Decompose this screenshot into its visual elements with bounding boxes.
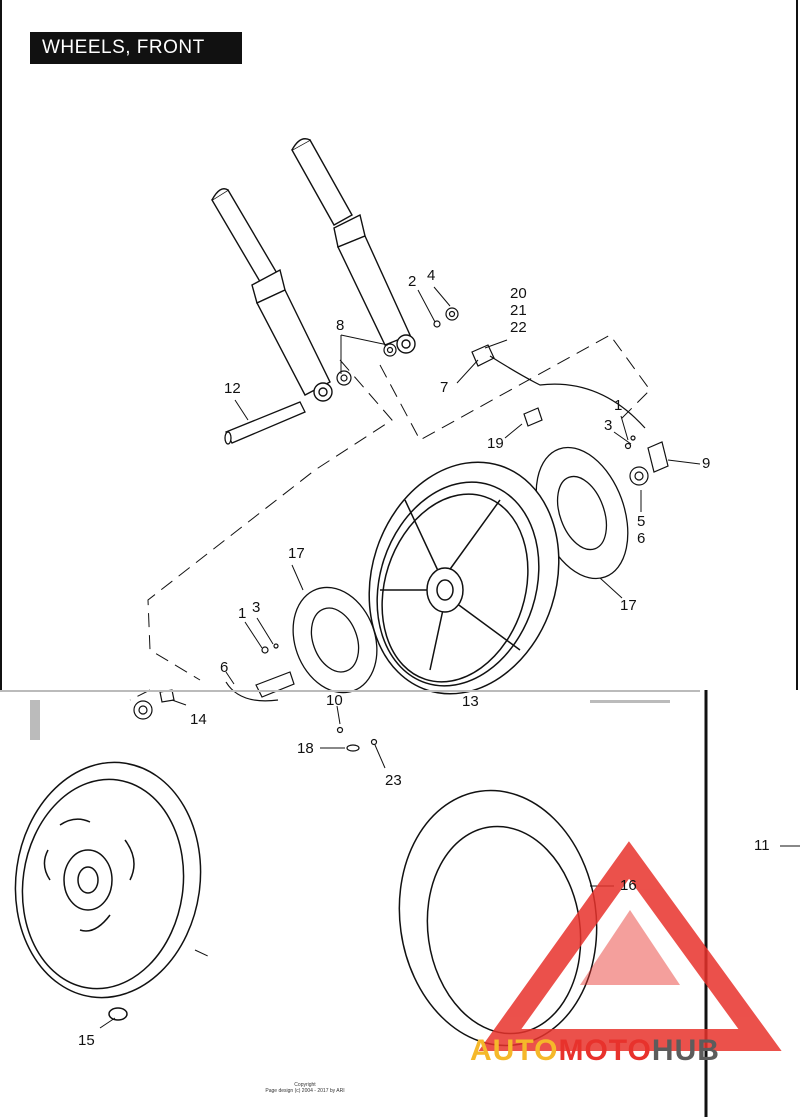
small-parts-illustration bbox=[133, 307, 669, 752]
callout-7: 7 bbox=[440, 379, 449, 396]
callout-2: 2 bbox=[408, 273, 417, 290]
axle-illustration bbox=[224, 401, 306, 445]
copyright-notice: Copyright Page design (c) 2004 - 2017 by… bbox=[200, 1082, 410, 1094]
callout-6a: 6 bbox=[637, 530, 646, 547]
brake-rotor-illustration bbox=[292, 446, 629, 694]
alt-wheel-illustration bbox=[14, 761, 202, 1021]
callout-16: 16 bbox=[620, 877, 637, 894]
callout-10: 10 bbox=[326, 692, 343, 709]
automotohub-logo bbox=[478, 841, 782, 1051]
automotohub-wordmark: AUTOMOTOHUB bbox=[470, 1034, 720, 1068]
callout-17a: 17 bbox=[620, 597, 637, 614]
callout-4: 4 bbox=[427, 267, 436, 284]
copyright-line-2: Page design (c) 2004 - 2017 by ARI bbox=[265, 1088, 345, 1094]
callout-20: 20 bbox=[510, 285, 527, 302]
copyright-line-1: Copyright bbox=[294, 1082, 316, 1088]
callout-6b: 6 bbox=[220, 659, 229, 676]
callout-17b: 17 bbox=[288, 545, 305, 562]
wordmark-auto: AUTO bbox=[470, 1034, 559, 1067]
callout-3a: 3 bbox=[604, 417, 613, 434]
fork-assembly-illustration bbox=[211, 138, 416, 402]
wordmark-hub: HUB bbox=[651, 1034, 720, 1067]
callout-14: 14 bbox=[190, 711, 207, 728]
page-title: WHEELS, FRONT bbox=[30, 32, 242, 64]
callout-13: 13 bbox=[462, 693, 479, 710]
cast-wheel-illustration bbox=[368, 461, 560, 695]
callout-19: 19 bbox=[487, 435, 504, 452]
callout-21: 21 bbox=[510, 302, 527, 319]
callout-1a: 1 bbox=[614, 397, 623, 414]
callout-9: 9 bbox=[702, 455, 711, 472]
callout-5: 5 bbox=[637, 513, 646, 530]
callout-11: 11 bbox=[754, 837, 770, 854]
callout-8: 8 bbox=[336, 317, 345, 334]
callout-22: 22 bbox=[510, 319, 527, 336]
callout-3b: 3 bbox=[252, 599, 261, 616]
scan-artifacts bbox=[0, 690, 700, 740]
callout-15: 15 bbox=[78, 1032, 95, 1049]
callout-23: 23 bbox=[385, 772, 402, 789]
callout-12: 12 bbox=[224, 380, 241, 397]
callout-18: 18 bbox=[297, 740, 314, 757]
callout-1b: 1 bbox=[238, 605, 247, 622]
wordmark-moto: MOTO bbox=[558, 1034, 652, 1067]
